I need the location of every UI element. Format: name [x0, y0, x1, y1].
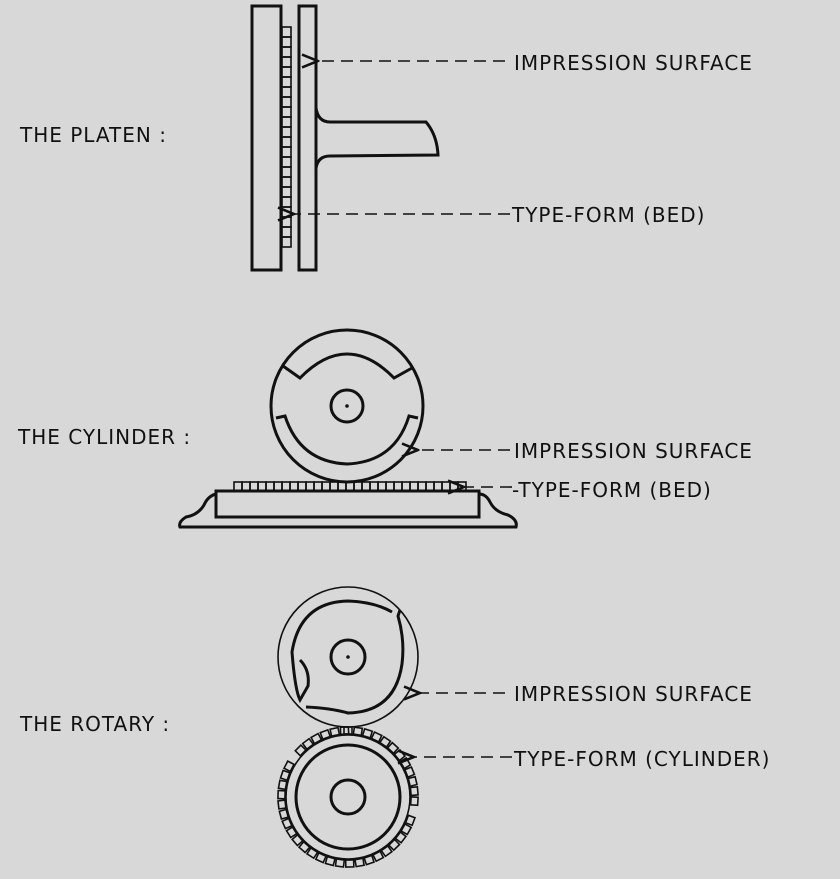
- cylinder-axle-dot: [345, 404, 349, 408]
- type-slug: [278, 808, 290, 820]
- type-slug: [281, 216, 292, 228]
- type-slug: [301, 737, 315, 751]
- type-slug: [281, 86, 292, 98]
- type-slug: [387, 838, 401, 852]
- type-slug: [281, 76, 292, 88]
- type-slug: [344, 859, 355, 868]
- platen-press: THE PLATEN : IMPRESSION SURFACE TYPE-FOR…: [19, 4, 753, 272]
- type-slug: [281, 96, 292, 108]
- type-slug: [309, 732, 323, 745]
- rotary-type-form: [277, 726, 419, 868]
- type-slug: [281, 26, 292, 38]
- type-slug: [281, 36, 292, 48]
- type-slug: [370, 731, 383, 743]
- type-slug: [281, 196, 292, 208]
- rotary-typeform-label: TYPE-FORM (CYLINDER): [513, 747, 770, 771]
- cylinder-press: THE CYLINDER : IMPRESSION SURFACE -TYPE-…: [17, 328, 753, 529]
- cylinder-title: THE CYLINDER :: [17, 425, 191, 449]
- type-slug: [409, 786, 419, 797]
- type-slug: [281, 226, 292, 238]
- type-slug: [277, 799, 287, 810]
- type-slug: [281, 116, 292, 128]
- type-slug: [281, 66, 292, 78]
- cylinder-typeform-label: -TYPE-FORM (BED): [512, 478, 712, 502]
- type-slug: [291, 833, 304, 847]
- cylinder-impression-packing: [275, 414, 419, 466]
- rotary-lower-hub: [329, 778, 367, 816]
- type-slug: [314, 851, 328, 864]
- cylinder-hub: [329, 388, 365, 424]
- type-slug: [334, 858, 346, 868]
- type-slug: [339, 726, 350, 736]
- type-slug: [281, 206, 292, 218]
- type-slug: [409, 796, 419, 807]
- type-slug: [361, 727, 374, 739]
- type-slug: [324, 855, 337, 867]
- platen-bed-plate: [250, 4, 283, 272]
- type-slug: [281, 817, 293, 830]
- type-slug: [380, 844, 394, 858]
- type-slug: [281, 46, 292, 58]
- cylinder-impression-label: IMPRESSION SURFACE: [514, 439, 753, 463]
- cylinder-upper-cutout: [282, 352, 413, 380]
- rotary-title: THE ROTARY :: [19, 712, 170, 736]
- platen-typeform-label: TYPE-FORM (BED): [511, 203, 705, 227]
- type-slug: [378, 735, 392, 749]
- rotary-impression-label: IMPRESSION SURFACE: [514, 682, 753, 706]
- type-slug: [404, 814, 416, 827]
- type-slug: [297, 840, 311, 854]
- type-slug: [386, 741, 400, 755]
- type-slug: [403, 766, 416, 779]
- platen-impression-label: IMPRESSION SURFACE: [514, 51, 753, 75]
- type-slug: [354, 857, 366, 868]
- type-slug: [277, 779, 288, 791]
- rotary-impression-packing: [290, 599, 405, 715]
- type-slug: [281, 186, 292, 198]
- type-slug: [281, 56, 292, 68]
- rotary-axle-dot: [346, 655, 350, 659]
- type-slug: [279, 769, 291, 782]
- platen-arm: [314, 107, 440, 169]
- type-slug: [407, 775, 418, 788]
- platen-title: THE PLATEN :: [19, 123, 167, 147]
- type-slug: [281, 146, 292, 158]
- type-slug: [281, 176, 292, 188]
- rotary-plate-cylinder: [285, 734, 411, 860]
- type-slug: [329, 726, 341, 738]
- type-slug: [281, 236, 292, 248]
- type-slug: [305, 846, 319, 860]
- platen-impression-plate: [297, 4, 318, 272]
- type-slug: [394, 831, 408, 844]
- rotary-upper-hub: [329, 638, 367, 676]
- type-slug: [400, 822, 413, 836]
- platen-type-form: [281, 26, 292, 248]
- type-slug: [319, 728, 332, 741]
- type-slug: [371, 850, 385, 863]
- type-slug: [277, 789, 287, 800]
- type-slug: [281, 156, 292, 168]
- type-slug: [282, 760, 296, 773]
- cylinder-bed: [214, 489, 481, 519]
- type-slug: [281, 106, 292, 118]
- rotary-plate-cylinder-inner: [294, 743, 402, 851]
- type-slug: [281, 136, 292, 148]
- rotary-press: THE ROTARY : IMPRESSION SURFACE TYPE-FOR…: [19, 586, 770, 868]
- type-slug: [285, 825, 298, 839]
- type-slug: [352, 726, 364, 737]
- type-slug: [281, 166, 292, 178]
- cylinder-base: [178, 492, 518, 529]
- type-slug: [281, 126, 292, 138]
- type-slug: [363, 854, 376, 866]
- type-slug: [294, 743, 308, 757]
